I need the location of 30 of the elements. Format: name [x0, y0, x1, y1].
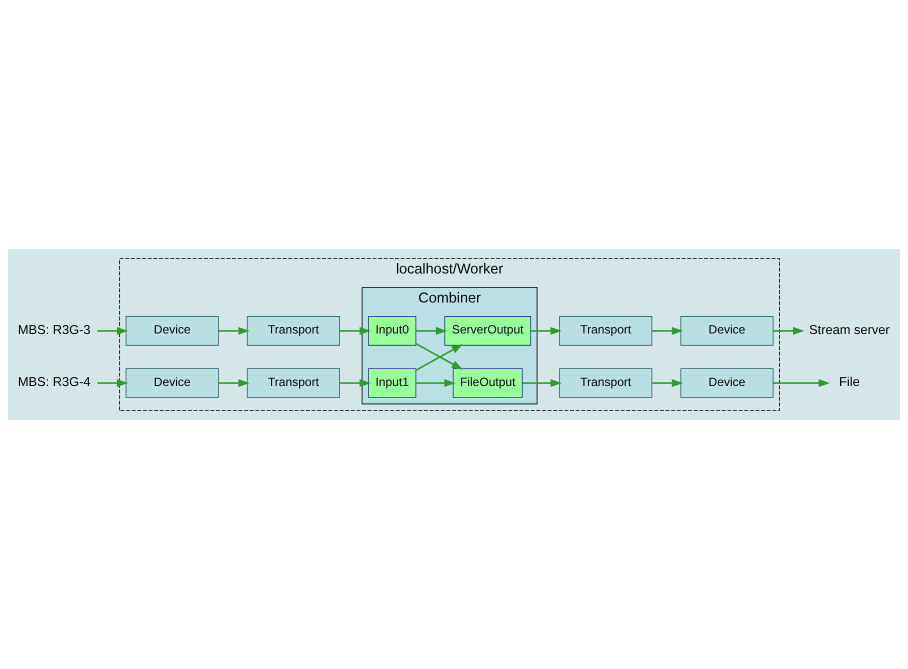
node-box: Transport: [246, 368, 340, 398]
arrow: [416, 326, 448, 335]
node-text: File: [839, 374, 860, 390]
arrow: [522, 379, 562, 388]
node-text: MBS: R3G-4: [18, 374, 91, 390]
arrow: [416, 379, 456, 388]
node-text: Stream server: [809, 322, 890, 337]
arrow: [530, 326, 562, 335]
node-text: MBS: R3G-3: [18, 322, 91, 337]
arrow: [340, 326, 371, 335]
node-box: ServerOutput: [444, 316, 532, 346]
arrow: [218, 326, 250, 335]
node-box: Transport: [559, 368, 652, 398]
node-box: Transport: [559, 316, 652, 346]
arrow: [218, 379, 250, 388]
node-box: Input1: [368, 368, 416, 398]
node-box: Device: [680, 368, 774, 398]
node-box: Transport: [246, 316, 340, 346]
arrow: [97, 379, 128, 388]
arrow: [652, 326, 684, 335]
node-box: Device: [126, 368, 219, 398]
arrow: [340, 379, 371, 388]
node-box: Device: [680, 316, 774, 346]
arrow: [97, 326, 128, 335]
node-box: FileOutput: [452, 368, 523, 398]
node-box: Device: [126, 316, 219, 346]
arrow: [773, 379, 830, 388]
arrow: [652, 379, 684, 388]
arrow: [773, 326, 804, 335]
node-box: Input0: [368, 316, 416, 346]
